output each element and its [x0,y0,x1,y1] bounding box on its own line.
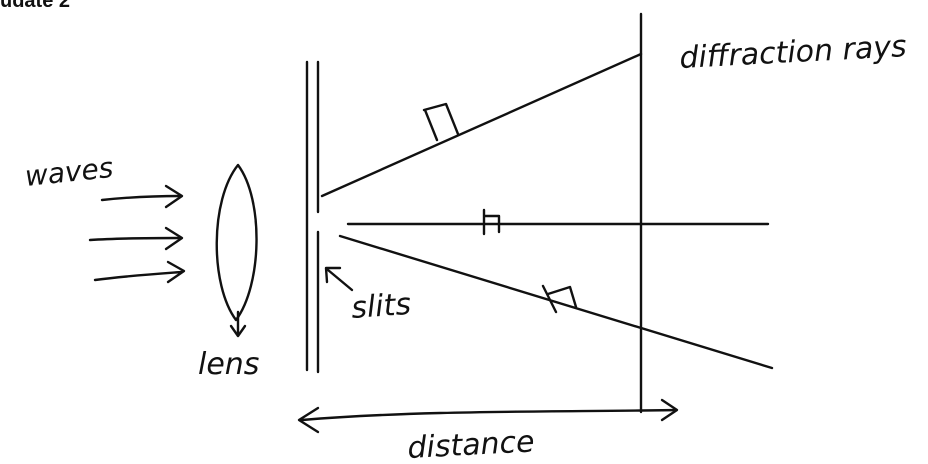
marker-upper [422,102,460,142]
label-distance: distance [407,424,536,464]
ray-lower [338,234,774,370]
label-slits: slits [350,287,412,326]
slits-pointer-arrow [324,266,354,292]
label-diffraction-rays: diffraction rays [679,29,908,76]
lens-shape [215,163,258,322]
wave-arrow-1 [100,184,184,209]
diffraction-rays [320,52,774,370]
label-lens: lens [198,347,259,382]
ray-upper [320,52,643,198]
wave-arrows [88,184,186,284]
marker-lower [541,284,578,314]
marker-middle [482,208,501,236]
slit-barrier [305,60,320,374]
right-angle-markers [422,102,578,314]
wave-arrow-3 [93,260,186,284]
wave-arrow-2 [88,226,184,251]
distance-arrow [297,398,679,434]
lens-pointer-arrow [229,310,247,338]
page-header: udate 2 [0,0,71,12]
label-waves: waves [23,151,114,193]
